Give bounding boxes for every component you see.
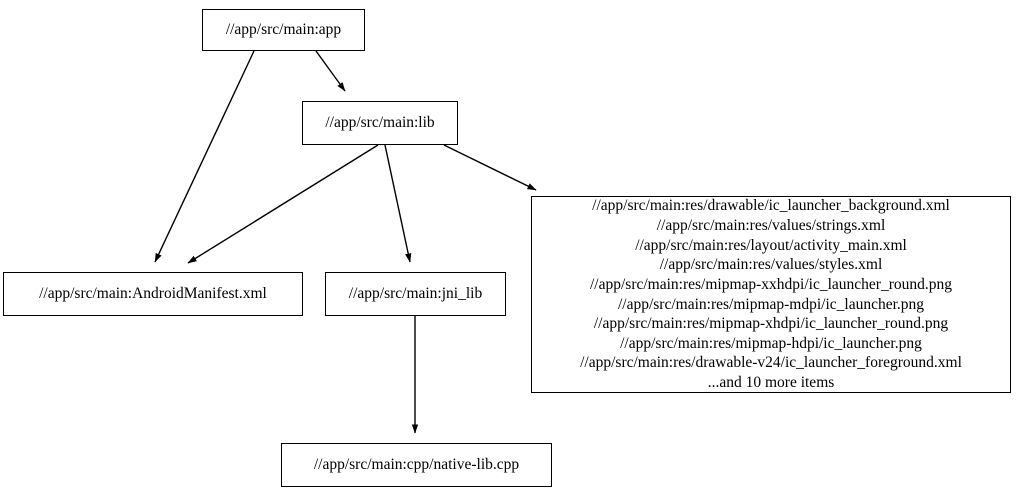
- graph-node-res-group[interactable]: //app/src/main:res/drawable/ic_launcher_…: [531, 196, 1011, 393]
- graph-node-native-lib-cpp[interactable]: //app/src/main:cpp/native-lib.cpp: [281, 443, 552, 487]
- edge-app-to-manifest: [154, 50, 255, 263]
- graph-node-app[interactable]: //app/src/main:app: [202, 9, 365, 51]
- graph-node-res-group-label: //app/src/main:res/drawable/ic_launcher_…: [580, 197, 962, 392]
- graph-node-android-manifest-label: //app/src/main:AndroidManifest.xml: [39, 285, 267, 303]
- graph-node-native-lib-cpp-label: //app/src/main:cpp/native-lib.cpp: [313, 456, 520, 474]
- edge-lib-to-manifest: [187, 144, 379, 264]
- graph-node-lib-label: //app/src/main:lib: [325, 114, 435, 132]
- edge-app-to-lib: [315, 50, 346, 92]
- graph-node-android-manifest[interactable]: //app/src/main:AndroidManifest.xml: [3, 272, 303, 316]
- edge-lib-to-jni-lib: [384, 144, 412, 263]
- graph-node-jni-lib-label: //app/src/main:jni_lib: [348, 285, 483, 303]
- graph-node-lib[interactable]: //app/src/main:lib: [302, 101, 458, 145]
- graph-node-jni-lib[interactable]: //app/src/main:jni_lib: [325, 272, 506, 316]
- graph-node-app-label: //app/src/main:app: [225, 21, 342, 39]
- edge-lib-to-res: [443, 144, 537, 191]
